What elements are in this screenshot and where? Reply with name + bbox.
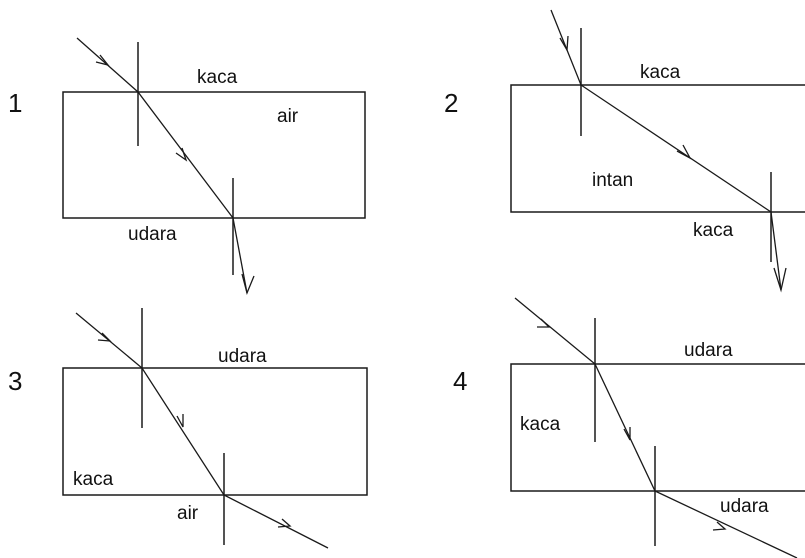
panel-number: 3 [8,366,22,396]
light-ray [75,312,329,549]
glass-block [62,91,366,219]
ray-arrow-incident [537,318,551,328]
medium-label-inside: intan [592,170,633,191]
ray-arrow-incident [97,332,112,342]
panel-4: 4 udara kaca udara [453,297,805,558]
light-ray [550,9,782,291]
glass-block [62,367,368,496]
panel-3: 3 udara kaca air [8,308,368,549]
medium-label-bottom: air [177,503,199,524]
ray-arrow-refracted [623,427,631,441]
glass-block [510,363,805,492]
medium-label-top: udara [218,346,267,367]
medium-label-bottom: kaca [693,220,734,241]
ray-arrow-exit [277,518,292,528]
panel-number: 4 [453,366,467,396]
medium-label-inside: kaca [520,414,561,435]
ray-arrow-incident [95,54,110,67]
medium-label-inside: kaca [73,469,114,490]
medium-label-top: kaca [640,62,681,83]
ray-arrow-exit [712,521,727,531]
medium-label-top: kaca [197,67,238,88]
medium-label-inside: air [277,106,299,127]
ray-arrow-refracted [176,414,184,428]
ray-arrow-exit [241,273,255,296]
ray-arrow-exit [773,267,787,293]
panel-number: 2 [444,88,458,118]
panel-number: 1 [8,88,22,118]
medium-label-bottom: udara [128,224,177,245]
medium-label-top: udara [684,340,733,361]
ray-arrow-refracted [175,147,188,162]
panel-2: 2 kaca intan kaca [444,9,805,293]
medium-label-bottom: udara [720,496,769,517]
light-ray [514,297,798,558]
ray-arrow-incident [559,35,569,53]
glass-block [510,84,805,213]
panel-1: 1 kaca air udara [8,37,366,296]
ray-arrow-refracted [676,144,692,160]
